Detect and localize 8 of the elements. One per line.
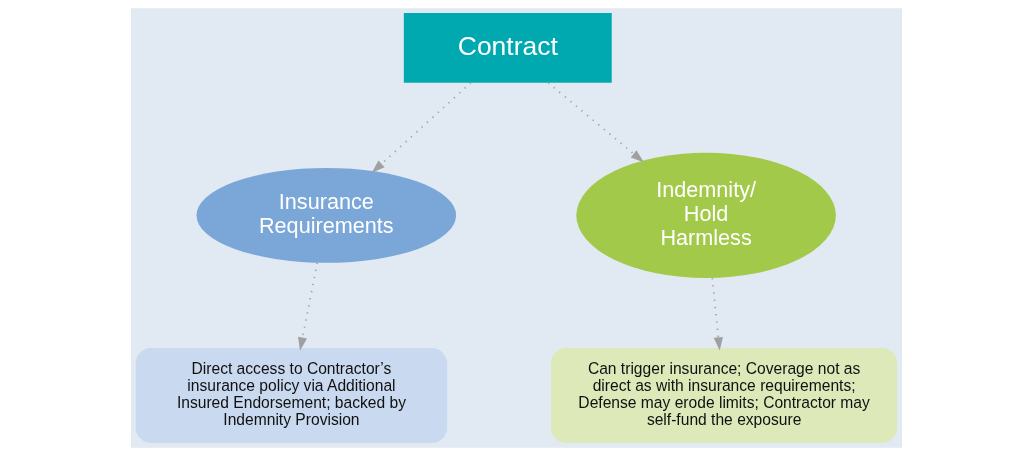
arrow <box>547 82 644 163</box>
node-box: Direct access to Contractor’s insurance policy via Additional Insured Endorsement; backed by Indemnity Provision <box>135 348 447 443</box>
node-box: Can trigger insurance; Coverage not as direct as with insurance requirements; Defense may erode limits; Contractor may self-fund the exposure <box>550 348 897 443</box>
arrow <box>710 277 723 351</box>
node-ellipse: Insurance Requirements <box>196 167 456 263</box>
arrow <box>371 82 471 173</box>
arrow <box>297 261 318 351</box>
node-box: Contract <box>403 13 612 83</box>
